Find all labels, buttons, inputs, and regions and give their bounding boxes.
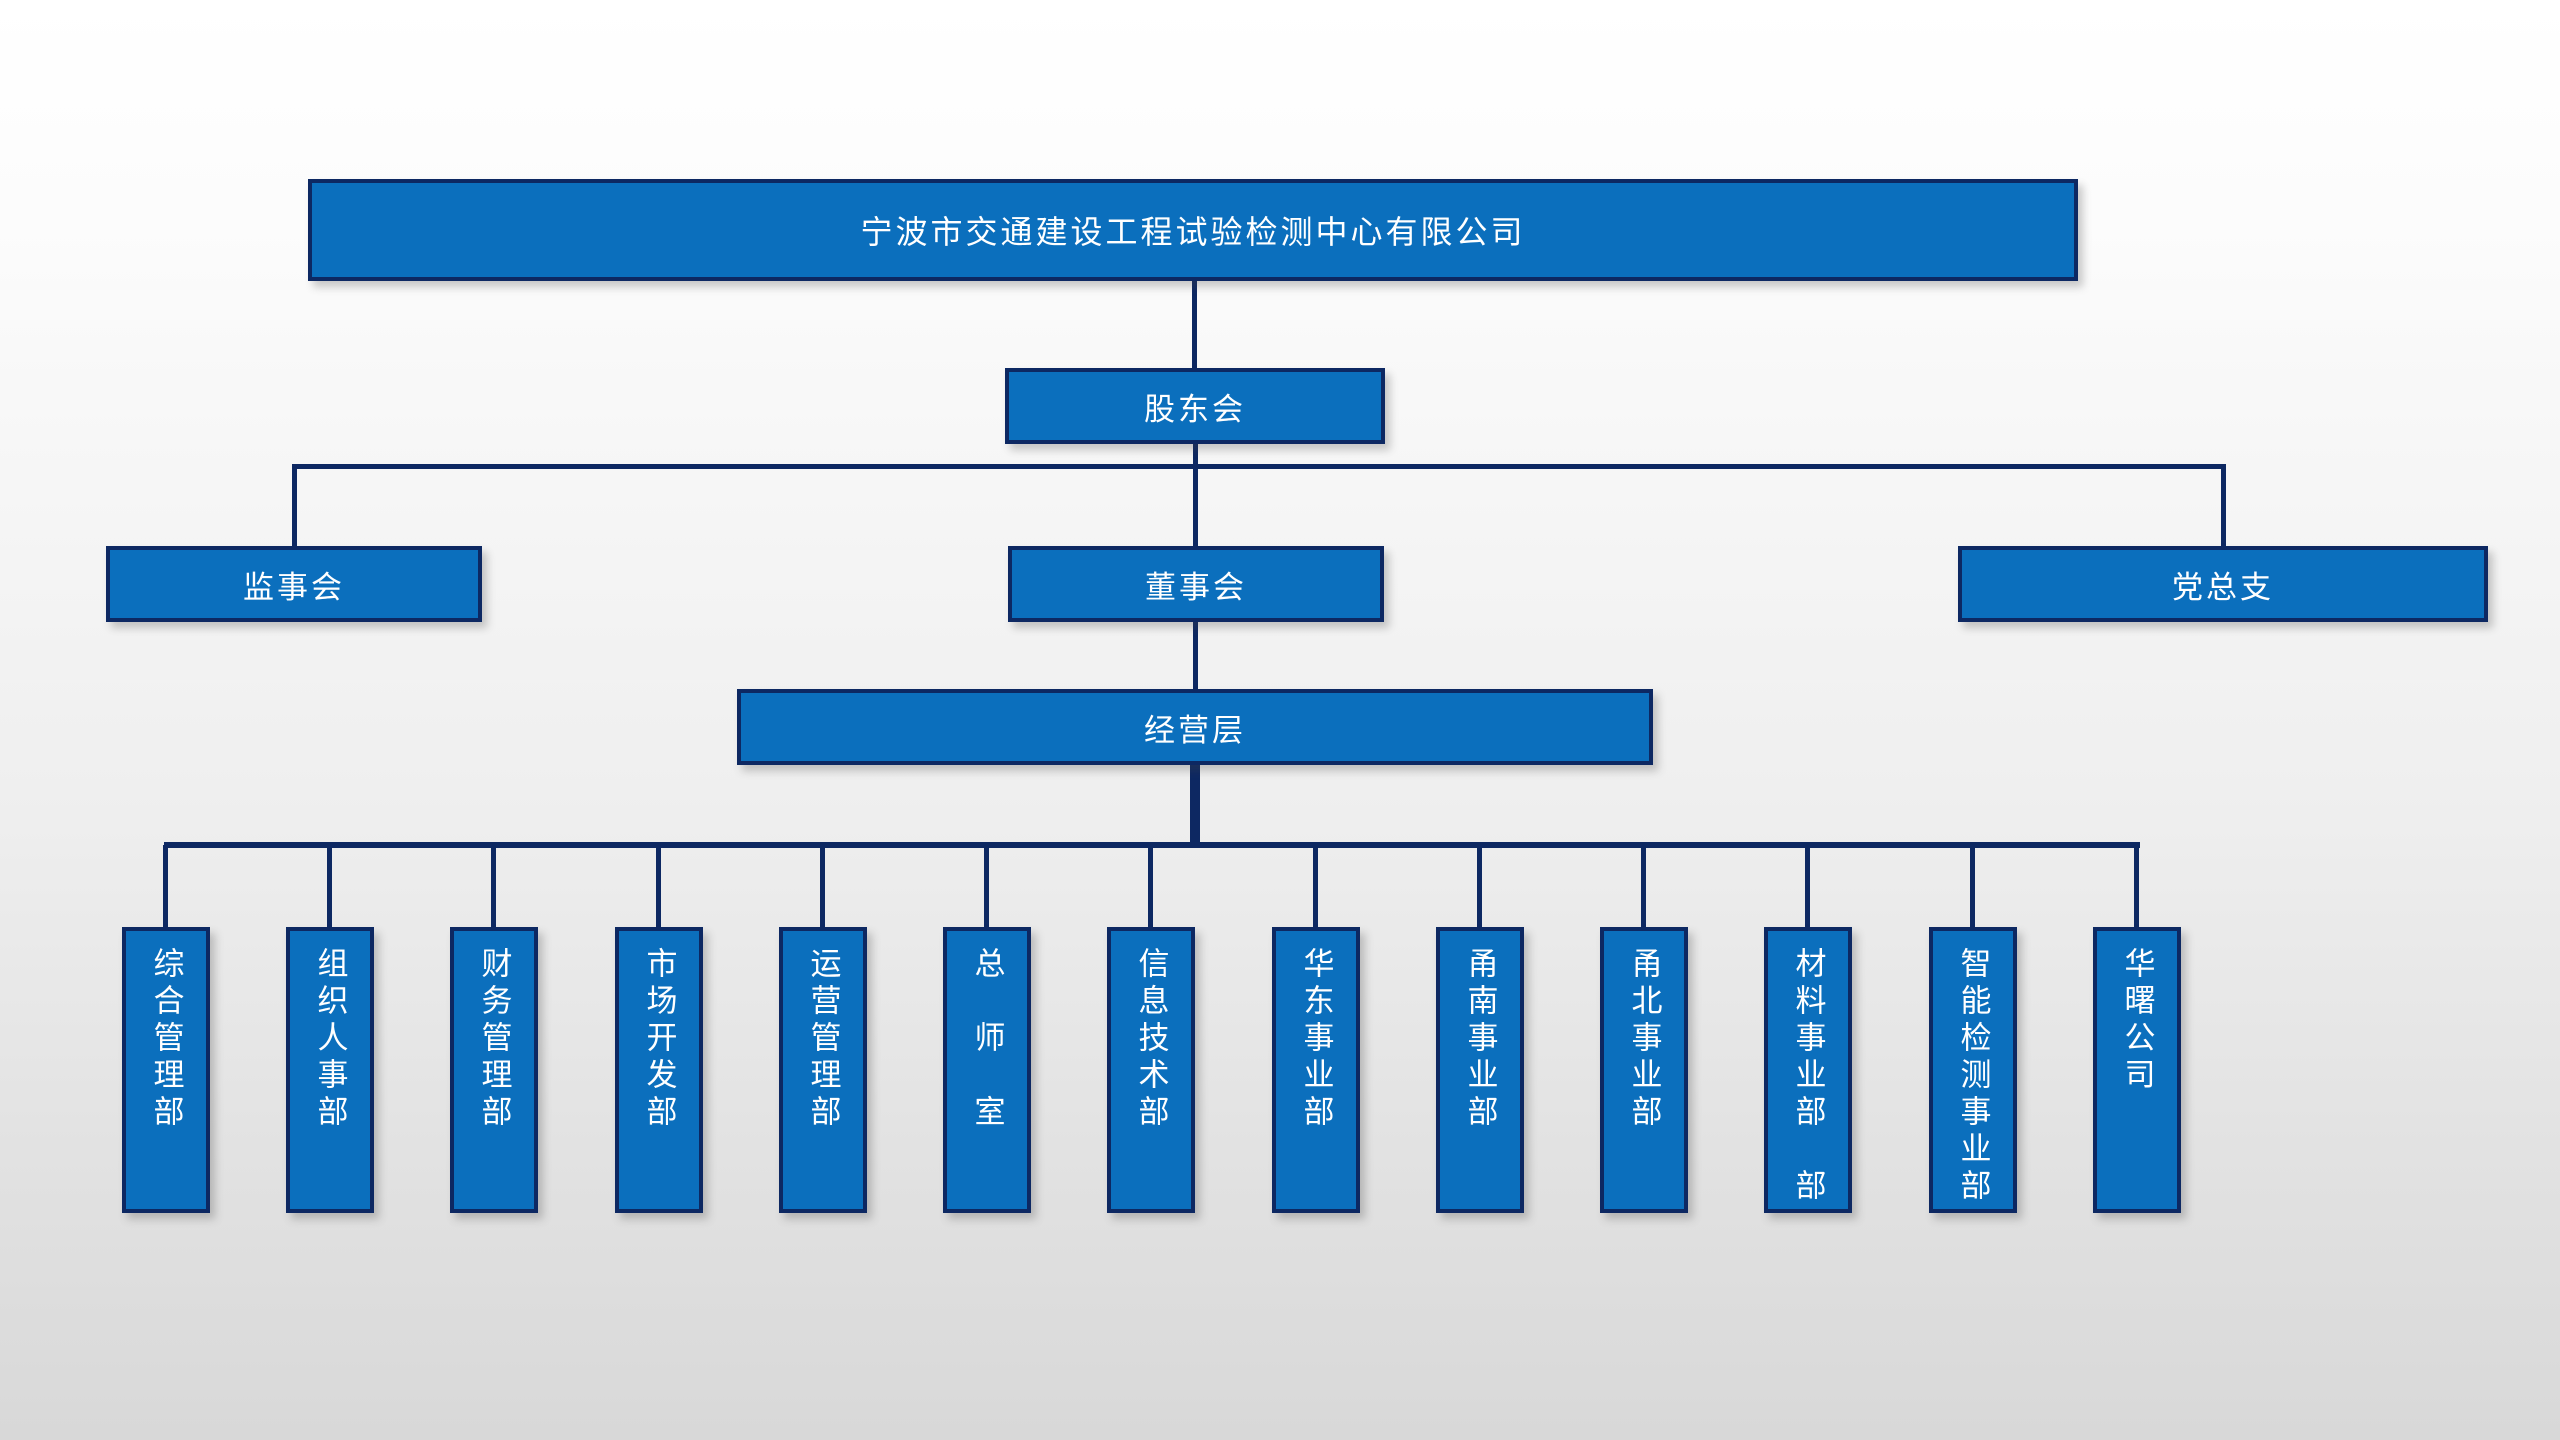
connector-drop-dept-7 [1148, 845, 1153, 930]
dept-label: 运营管理部 [805, 947, 841, 1132]
org-box-party-branch: 党总支 [1958, 546, 2488, 622]
org-box-party-branch-label: 党总支 [2172, 569, 2274, 605]
org-box-board-of-directors: 董事会 [1008, 546, 1384, 622]
org-box-dept-organization-personnel: 组织人事部 [286, 927, 374, 1213]
connector-drop-dept-4 [656, 845, 661, 930]
connector-drop-supervisory [292, 464, 297, 546]
dept-label: 市场开发部 [641, 947, 677, 1132]
org-box-dept-materials-division: 材料事业部 部 [1764, 927, 1852, 1213]
dept-label: 总 师 室 [969, 947, 1005, 1132]
dept-label: 华东事业部 [1298, 947, 1334, 1132]
org-box-dept-yongnan-division: 甬南事业部 [1436, 927, 1524, 1213]
connector-drop-dept-1 [163, 845, 168, 930]
org-box-dept-finance-management: 财务管理部 [450, 927, 538, 1213]
connector-drop-dept-5 [820, 845, 825, 930]
dept-label: 材料事业部 部 [1790, 947, 1826, 1206]
org-box-dept-chief-engineer-office: 总 师 室 [943, 927, 1031, 1213]
org-box-dept-intelligent-testing-division: 智能检测事业部 [1929, 927, 2017, 1213]
org-box-dept-market-development: 市场开发部 [615, 927, 703, 1213]
connector-drop-party-branch [2221, 464, 2226, 546]
org-box-dept-information-technology: 信息技术部 [1107, 927, 1195, 1213]
org-box-board-of-directors-label: 董事会 [1145, 569, 1247, 605]
connector-company-to-shareholders [1192, 281, 1197, 368]
org-box-dept-huashu-company: 华曙公司 [2093, 927, 2181, 1213]
org-box-dept-operations-management: 运营管理部 [779, 927, 867, 1213]
org-box-company-label: 宁波市交通建设工程试验检测中心有限公司 [860, 214, 1526, 250]
connector-drop-dept-10 [1641, 845, 1646, 930]
org-box-supervisory-board-label: 监事会 [243, 569, 345, 605]
connector-drop-dept-3 [491, 845, 496, 930]
connector-drop-dept-6 [984, 845, 989, 930]
connector-drop-dept-9 [1477, 845, 1482, 930]
connector-drop-dept-11 [1805, 845, 1810, 930]
dept-label: 华曙公司 [2119, 947, 2155, 1095]
connector-drop-dept-13 [2134, 845, 2139, 930]
connector-board-to-management [1193, 622, 1198, 689]
org-box-dept-yongbei-division: 甬北事业部 [1600, 927, 1688, 1213]
org-box-dept-huadong-division: 华东事业部 [1272, 927, 1360, 1213]
connector-shareholders-to-board [1193, 444, 1198, 546]
connector-drop-dept-8 [1313, 845, 1318, 930]
org-box-supervisory-board: 监事会 [106, 546, 482, 622]
connector-drop-dept-12 [1970, 845, 1975, 930]
dept-label: 甬北事业部 [1626, 947, 1662, 1132]
connector-rail-level3 [292, 464, 2226, 469]
org-box-company: 宁波市交通建设工程试验检测中心有限公司 [308, 179, 2078, 281]
dept-label: 财务管理部 [476, 947, 512, 1132]
connector-management-to-rail [1190, 765, 1200, 845]
dept-label: 甬南事业部 [1462, 947, 1498, 1132]
dept-label: 综合管理部 [148, 947, 184, 1132]
dept-label: 智能检测事业部 [1955, 947, 1991, 1206]
connector-drop-dept-2 [327, 845, 332, 930]
dept-label: 组织人事部 [312, 947, 348, 1132]
org-box-shareholders-label: 股东会 [1144, 391, 1246, 427]
org-box-management: 经营层 [737, 689, 1653, 765]
dept-label: 信息技术部 [1133, 947, 1169, 1132]
org-box-dept-comprehensive-management: 综合管理部 [122, 927, 210, 1213]
org-box-management-label: 经营层 [1144, 712, 1246, 748]
org-box-shareholders: 股东会 [1005, 368, 1385, 444]
